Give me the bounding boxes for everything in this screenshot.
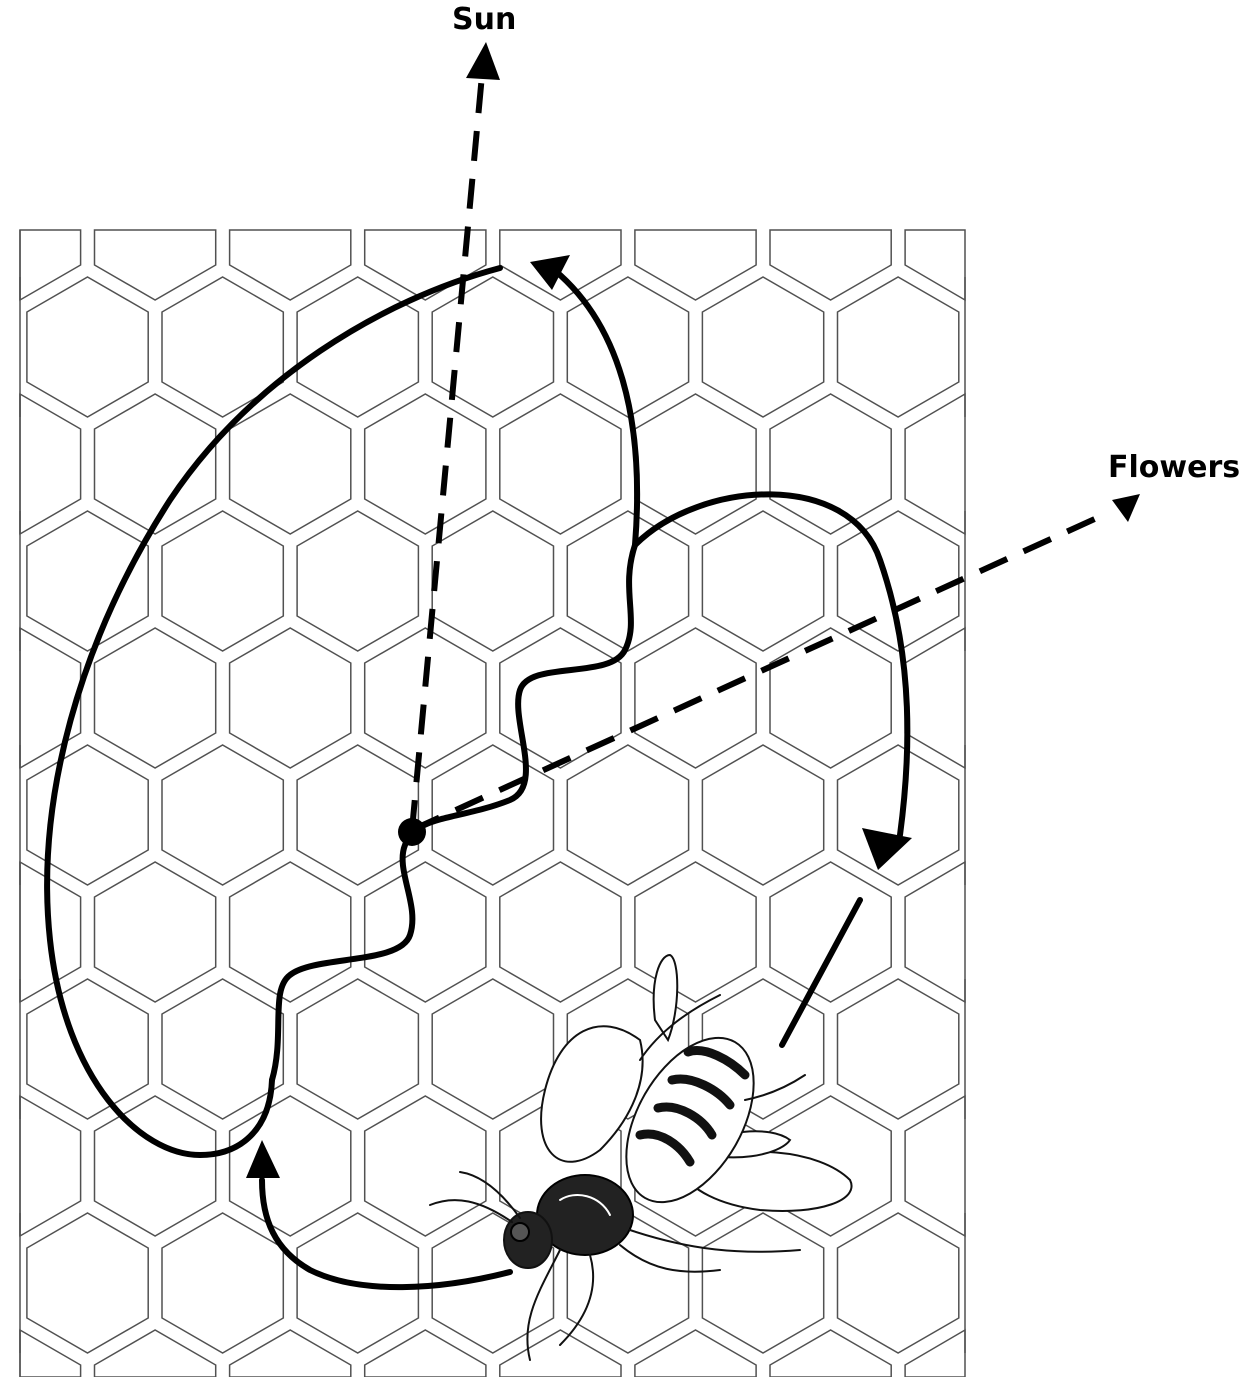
left-loop-path	[548, 265, 637, 545]
comb-cell	[770, 1330, 891, 1377]
top-arrowhead-icon	[530, 255, 570, 290]
comb-cell	[20, 1096, 81, 1236]
comb-cell	[838, 979, 959, 1119]
comb-cell	[905, 862, 965, 1002]
sun-label: Sun	[452, 2, 516, 37]
comb-cell	[432, 511, 553, 651]
comb-cell	[162, 979, 283, 1119]
comb-cell	[230, 862, 351, 1002]
bee-approach-path	[782, 900, 860, 1045]
comb-cell	[702, 511, 823, 651]
comb-cell	[297, 511, 418, 651]
dance-origin-dot	[398, 818, 426, 846]
comb-cell	[95, 862, 216, 1002]
comb-cell	[770, 230, 891, 300]
comb-cell	[27, 1213, 148, 1353]
comb-cell	[95, 230, 216, 300]
comb-cell	[702, 745, 823, 885]
comb-cell	[500, 1330, 621, 1377]
comb-cell	[297, 979, 418, 1119]
comb-cell	[20, 1330, 81, 1377]
sun-arrowhead-icon	[466, 42, 500, 80]
comb-cell	[27, 277, 148, 417]
comb-cell	[635, 862, 756, 1002]
bottom-arrowhead-icon	[246, 1140, 280, 1178]
comb-cell	[95, 628, 216, 768]
comb-cell	[905, 1096, 965, 1236]
comb-cell	[230, 628, 351, 768]
comb-cell	[770, 862, 891, 1002]
honeybee-illustration	[430, 955, 852, 1360]
comb-cell	[838, 745, 959, 885]
comb-cell	[838, 1213, 959, 1353]
comb-cell	[635, 1330, 756, 1377]
comb-cell	[365, 862, 486, 1002]
comb-cell	[702, 1213, 823, 1353]
comb-cell	[20, 394, 81, 534]
comb-cell	[500, 862, 621, 1002]
flowers-arrowhead-icon	[1112, 494, 1140, 522]
comb-cell	[567, 745, 688, 885]
comb-cell	[905, 230, 965, 300]
comb-cell	[27, 511, 148, 651]
flowers-label: Flowers	[1108, 450, 1240, 485]
sun-direction-line	[412, 42, 500, 830]
comb-cell	[702, 277, 823, 417]
right-loop-arrowhead-icon	[862, 828, 912, 870]
comb-cell	[20, 628, 81, 768]
comb-cell	[230, 1330, 351, 1377]
comb-cell	[365, 1096, 486, 1236]
comb-cell	[635, 230, 756, 300]
comb-cell	[838, 277, 959, 417]
comb-cell	[770, 394, 891, 534]
comb-cell	[365, 394, 486, 534]
comb-cell	[905, 628, 965, 768]
comb-cell	[365, 628, 486, 768]
comb-cell	[162, 745, 283, 885]
comb-cell	[27, 979, 148, 1119]
comb-cell	[95, 1096, 216, 1236]
comb-cell	[230, 394, 351, 534]
comb-cell	[230, 1096, 351, 1236]
bottom-return-path	[262, 1180, 510, 1287]
comb-cell	[95, 1330, 216, 1377]
comb-cell	[500, 394, 621, 534]
comb-cell	[365, 1330, 486, 1377]
comb-cell	[905, 1330, 965, 1377]
comb-cell	[297, 277, 418, 417]
comb-cell	[162, 1213, 283, 1353]
flowers-direction-line	[412, 494, 1140, 830]
comb-cell	[230, 230, 351, 300]
comb-cell	[770, 628, 891, 768]
comb-cell	[635, 394, 756, 534]
comb-cell	[20, 230, 81, 300]
waggle-run-path	[272, 545, 635, 1080]
comb-cell	[432, 979, 553, 1119]
comb-cell	[905, 394, 965, 534]
comb-cell	[162, 511, 283, 651]
